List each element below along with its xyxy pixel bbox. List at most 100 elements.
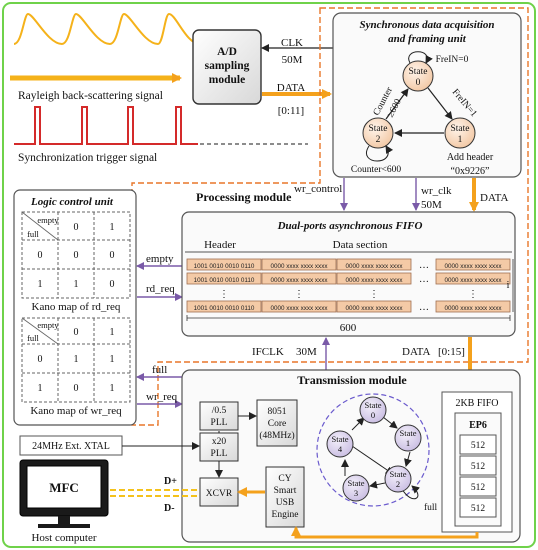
- rd-map-caption: Kano map of rd_req: [32, 301, 121, 313]
- rayleigh-label: Rayleigh back-scattering signal: [18, 90, 163, 102]
- ep6-cell-value: 512: [471, 462, 486, 472]
- data-0-15-width: [0:15]: [438, 346, 465, 358]
- wr-map-r0-head: 0: [38, 354, 43, 365]
- fifo-title: Dual-ports asynchronous FIFO: [277, 220, 423, 232]
- ad-line1: A/D: [217, 46, 237, 58]
- usb-state-0-name: State: [365, 400, 382, 410]
- add-header-label: Add header: [447, 152, 494, 163]
- rd-map-col1: 1: [110, 222, 115, 233]
- xcvr-label: XCVR: [206, 489, 233, 499]
- state2-self-loop: [366, 145, 394, 162]
- fifo-cell-data: 0000 xxxx xxxx xxxx: [345, 305, 403, 312]
- ad-line3: module: [209, 74, 245, 86]
- wr-req-label: wr_req: [146, 391, 178, 403]
- clk-label: CLK: [281, 37, 303, 49]
- core-line1: 8051: [268, 407, 287, 417]
- wr-clk-freq: 50M: [421, 199, 442, 211]
- state2-full-loop: [401, 485, 420, 500]
- fifo-row-dots: …: [419, 260, 429, 271]
- logic-unit-title: Logic control unit: [30, 196, 114, 208]
- wr-map-r1-c1: 1: [110, 383, 115, 394]
- rd-map-r0-c0: 0: [74, 250, 79, 261]
- fifo-row-dots: …: [419, 302, 429, 313]
- ep6-label: EP6: [469, 420, 487, 431]
- host-screen-label: MFC: [49, 480, 79, 495]
- usb-full-label: full: [424, 502, 438, 513]
- fifo-row: [186, 300, 511, 313]
- data-0-11-width: [0:11]: [278, 105, 304, 117]
- usb-state-2-name: State: [390, 469, 407, 479]
- fifo-data-col: Data section: [333, 239, 388, 251]
- pll-multiplier: [199, 432, 239, 462]
- counter-lt-label: Counter<600: [351, 165, 401, 175]
- fifo-header-col: Header: [204, 239, 236, 251]
- usb-state-0-num: 0: [371, 410, 375, 420]
- usb-state-3-name: State: [348, 478, 365, 488]
- ep6-cell: [459, 455, 497, 476]
- usb-state-1: [394, 424, 422, 452]
- data-0-15-label: DATA: [402, 346, 431, 358]
- fifo-row: [186, 272, 511, 285]
- ep6-cell-value: 512: [471, 441, 486, 451]
- state0-to-state1: [427, 87, 453, 120]
- pll-mul-line2: PLL: [211, 449, 228, 459]
- fifo-cell-data: 0000 xxxx xxxx xxxx: [345, 277, 403, 284]
- usb-fifo-title: 2KB FIFO: [455, 398, 498, 409]
- sync-state-0: [402, 60, 434, 92]
- transmission-title: Transmission module: [297, 373, 407, 387]
- fifo-cell-data: 0000 xxxx xxxx xxxx: [444, 263, 502, 270]
- sync-state-0-name: State: [409, 67, 428, 77]
- sync-state-2: [362, 117, 394, 149]
- ep6-to-engine-arrow: [291, 526, 479, 539]
- sync-trigger-label: Synchronization trigger signal: [18, 152, 157, 164]
- data-into-fifo-label: DATA: [480, 192, 509, 204]
- cy-smart-usb-engine: [265, 466, 305, 528]
- sync-state-2-name: State: [369, 124, 388, 134]
- ifclk-label: IFCLK: [252, 346, 284, 358]
- rd-map-r1-c0: 1: [74, 279, 79, 290]
- usb-state-0: [359, 396, 387, 424]
- fifo-cell-header: 1001 0010 0010 0110: [194, 263, 255, 270]
- clk-freq: 50M: [282, 54, 303, 66]
- ad-line2: sampling: [205, 60, 250, 72]
- ep6-cell-value: 512: [471, 483, 486, 493]
- usb-state-4: [326, 430, 354, 458]
- fifo-vdots: ⋮: [294, 289, 304, 300]
- usb-state-1-num: 1: [406, 438, 410, 448]
- wr-control-label: wr_control: [294, 183, 342, 195]
- ep6-cell: [459, 434, 497, 455]
- wr-map-col0: 0: [74, 327, 79, 338]
- rd-map-r0-head: 0: [38, 250, 43, 261]
- fifo-row: [186, 258, 511, 271]
- wr-clk-label: wr_clk: [421, 185, 452, 197]
- logic-control-unit: [13, 189, 137, 426]
- ep6-cell: [459, 476, 497, 497]
- rd-map-r0-c1: 0: [110, 250, 115, 261]
- pll-div-line1: /0.5: [212, 406, 227, 416]
- fifo-cell-data: 0000 xxxx xxxx xxxx: [444, 305, 502, 312]
- fifo-vdots: ⋮: [468, 289, 478, 300]
- usb-engine-line2: Smart: [274, 486, 297, 496]
- wr-map-col1: 1: [110, 327, 115, 338]
- usb-state-4-num: 4: [338, 444, 343, 454]
- mcu-8051-core: [256, 399, 298, 447]
- ad-sampling-module: [192, 29, 262, 105]
- usb-state-4-name: State: [332, 434, 349, 444]
- usb-state-1-name: State: [400, 428, 417, 438]
- host-computer-label: Host computer: [31, 532, 96, 544]
- d-plus-label: D+: [164, 476, 177, 487]
- usb-state-3-num: 3: [354, 488, 358, 498]
- core-line3: (48MHz): [259, 430, 294, 441]
- usb-state-3: [342, 474, 370, 502]
- xcvr-transceiver: [199, 477, 239, 507]
- host-computer: [19, 459, 109, 528]
- sync-state-1-name: State: [451, 124, 470, 134]
- usb-engine-line3: USB: [276, 498, 294, 508]
- sync-state-2-num: 2: [376, 135, 381, 145]
- pll-div-line2: PLL: [211, 418, 228, 428]
- rd-req-karnaugh-map: [21, 211, 131, 299]
- sync-state-1-num: 1: [458, 135, 463, 145]
- empty-label: empty: [146, 253, 174, 265]
- fifo-cell-data: 0000 xxxx xxxx xxxx: [444, 277, 502, 284]
